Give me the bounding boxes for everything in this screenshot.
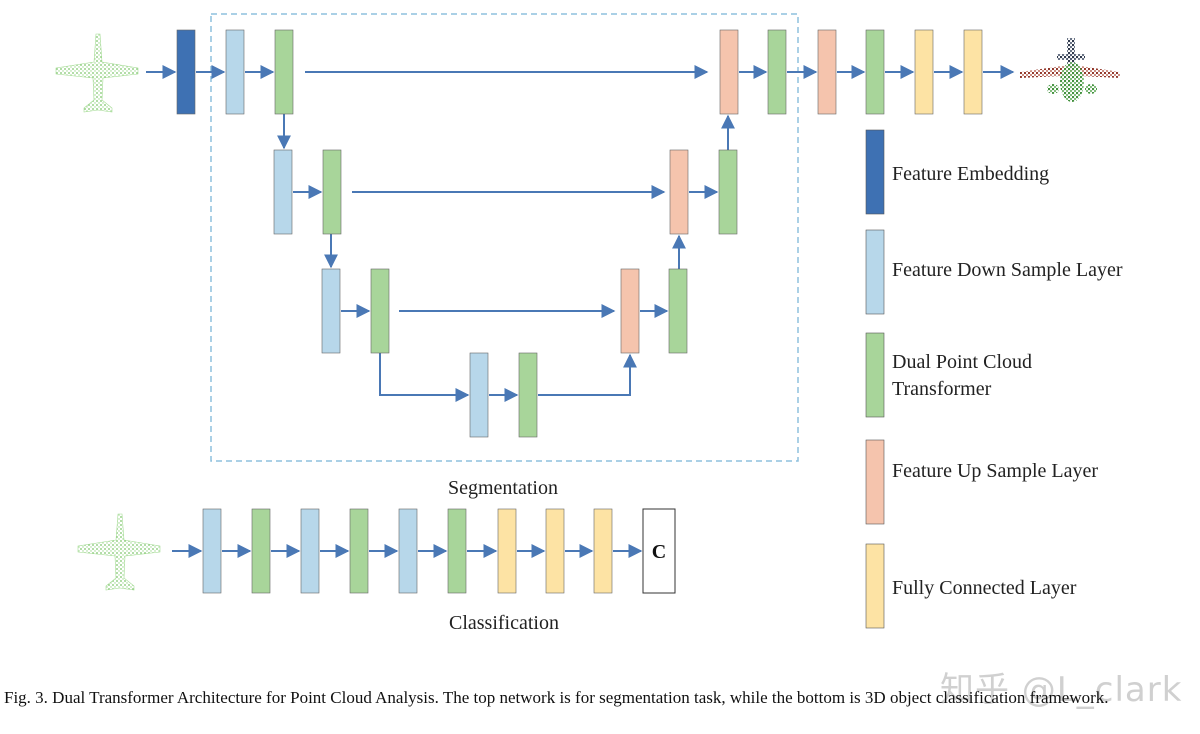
legend-label-up: Feature Up Sample Layer xyxy=(892,460,1098,482)
seg-transformer-block-3 xyxy=(370,268,390,354)
class-output-box xyxy=(642,508,676,594)
seg-down-block-2 xyxy=(273,149,293,235)
arrow-21 xyxy=(379,353,470,402)
figure-caption: Fig. 3. Dual Transformer Architecture fo… xyxy=(4,688,1109,707)
seg-down-block-4 xyxy=(469,352,489,438)
legend-swatch-down xyxy=(865,229,885,315)
seg-transformer-block-4 xyxy=(518,352,538,438)
seg-up-block-out xyxy=(817,29,837,115)
cls-transformer-block-3 xyxy=(447,508,467,594)
seg-transformer-block-1 xyxy=(274,29,294,115)
cls-fc-block-1 xyxy=(497,508,517,594)
output-segmented-airplane-icon xyxy=(1020,38,1120,102)
legend-label-embedding: Feature Embedding xyxy=(892,163,1049,185)
seg-transformer-block-out xyxy=(865,29,885,115)
seg-transformer-block-up-1 xyxy=(767,29,787,115)
legend-swatch-up xyxy=(865,439,885,525)
connection-arrows xyxy=(146,65,1015,558)
legend: Feature Embedding Feature Down Sample La… xyxy=(865,129,1123,629)
cls-down-block-2 xyxy=(300,508,320,594)
layer-blocks xyxy=(176,29,983,594)
seg-up-block-1 xyxy=(719,29,739,115)
cls-down-block-1 xyxy=(202,508,222,594)
segmentation-region-box xyxy=(210,13,799,462)
legend-swatch-fc xyxy=(865,543,885,629)
seg-up-block-3 xyxy=(620,268,640,354)
legend-label-down: Feature Down Sample Layer xyxy=(892,259,1123,281)
seg-fc-block-2 xyxy=(963,29,983,115)
seg-transformer-block-up-3 xyxy=(668,268,688,354)
legend-label-transformer-line2: Transformer xyxy=(892,378,992,400)
seg-down-block-1 xyxy=(225,29,245,115)
embedding-block xyxy=(176,29,196,115)
seg-transformer-block-up-2 xyxy=(718,149,738,235)
legend-swatch-transformer xyxy=(865,332,885,418)
input-airplane-icon xyxy=(55,33,139,113)
classification-label: Classification xyxy=(449,612,559,634)
classification-input-airplane-icon xyxy=(77,513,161,591)
seg-down-block-3 xyxy=(321,268,341,354)
seg-transformer-block-2 xyxy=(322,149,342,235)
cls-down-block-3 xyxy=(398,508,418,594)
cls-transformer-block-2 xyxy=(349,508,369,594)
legend-label-transformer-line1: Dual Point Cloud xyxy=(892,351,1032,373)
cls-fc-block-3 xyxy=(593,508,613,594)
cls-fc-block-2 xyxy=(545,508,565,594)
watermark-text: 知乎 @L_clark xyxy=(940,670,1183,710)
seg-fc-block-1 xyxy=(914,29,934,115)
segmentation-label: Segmentation xyxy=(448,477,558,499)
class-output-label: C xyxy=(652,541,666,563)
legend-swatch-embedding xyxy=(865,129,885,215)
seg-up-block-2 xyxy=(669,149,689,235)
cls-transformer-block-1 xyxy=(251,508,271,594)
arrow-23 xyxy=(538,353,637,396)
legend-label-fc: Fully Connected Layer xyxy=(892,577,1077,599)
